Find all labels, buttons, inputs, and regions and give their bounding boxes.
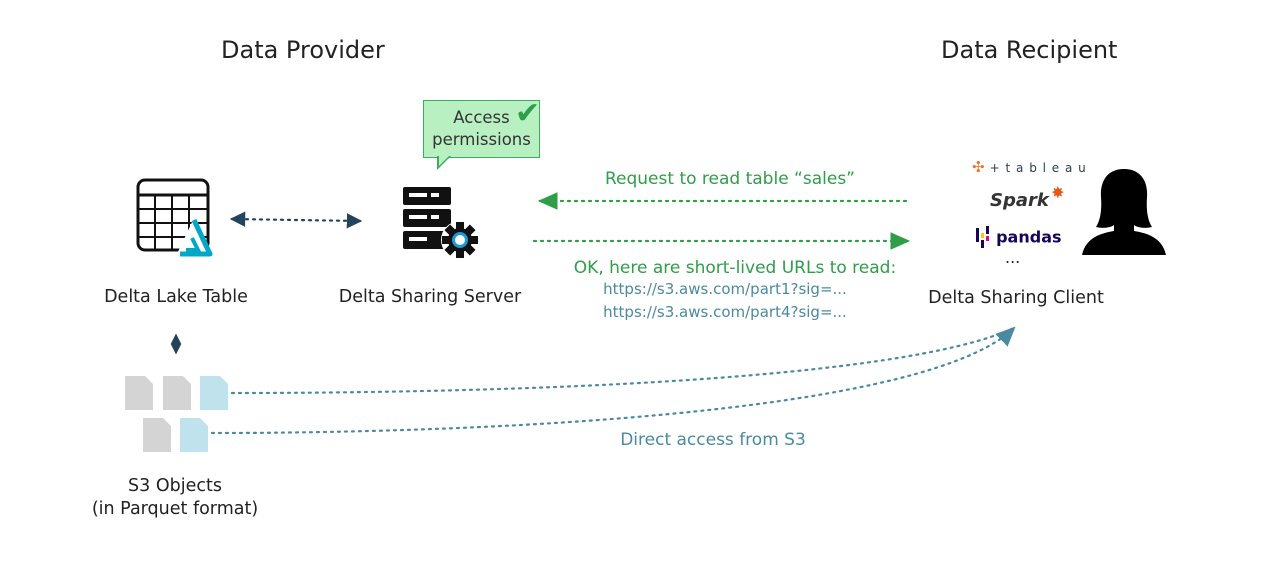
tableau-wordmark: + t a b l e a u <box>989 161 1087 175</box>
spark-logo: Spark ✸ <box>990 183 1069 211</box>
tableau-cross-icon: ✣ <box>972 158 985 176</box>
heading-data-provider: Data Provider <box>221 36 385 64</box>
spark-star-icon: ✸ <box>1051 183 1065 202</box>
pandas-wordmark: pandas <box>996 227 1062 247</box>
tableau-logo: ✣ + t a b l e a u <box>972 157 1087 176</box>
sharing-client-label: Delta Sharing Client <box>928 288 1104 308</box>
s3-objects-icon <box>125 376 228 452</box>
url-part1: https://s3.aws.com/part1?sig=... <box>603 280 847 298</box>
gear-icon <box>441 221 479 259</box>
server-icon <box>403 187 479 259</box>
file-icon-blue-2 <box>180 418 208 452</box>
file-icon-blue-1 <box>200 376 228 410</box>
direct-access-curve-2 <box>210 326 1016 435</box>
heading-data-recipient: Data Recipient <box>941 36 1118 64</box>
callout-tail-inner <box>439 156 449 166</box>
response-message: OK, here are short-lived URLs to read: <box>573 258 897 278</box>
delta-logo-icon <box>176 218 213 257</box>
access-permissions-callout: Access permissions <box>423 100 540 158</box>
pandas-bars-icon <box>976 226 989 248</box>
delta-lake-table-label: Delta Lake Table <box>104 287 248 307</box>
pandas-logo: pandas <box>975 226 1062 248</box>
more-clients-ellipsis: ... <box>1005 248 1021 267</box>
file-icon-gray-1 <box>125 376 153 410</box>
s3-objects-format-label: (in Parquet format) <box>91 499 259 519</box>
callout-line2: permissions <box>432 130 531 149</box>
sharing-server-label: Delta Sharing Server <box>338 287 522 307</box>
request-message: Request to read table “sales” <box>604 169 855 189</box>
file-icon-gray-3 <box>143 418 171 452</box>
file-icon-gray-2 <box>163 376 191 410</box>
url-part4: https://s3.aws.com/part4?sig=... <box>603 303 847 321</box>
table-server-link <box>229 211 363 229</box>
s3-objects-label: S3 Objects <box>128 476 222 496</box>
direct-access-message: Direct access from S3 <box>620 430 806 450</box>
user-icon <box>1082 169 1166 255</box>
direct-access-curve-1 <box>230 326 1016 395</box>
checkmark-icon: ✔ <box>515 96 541 131</box>
callout-line1: Access <box>453 108 510 127</box>
delta-table-icon <box>136 178 213 257</box>
spark-wordmark: Spark <box>990 190 1049 211</box>
